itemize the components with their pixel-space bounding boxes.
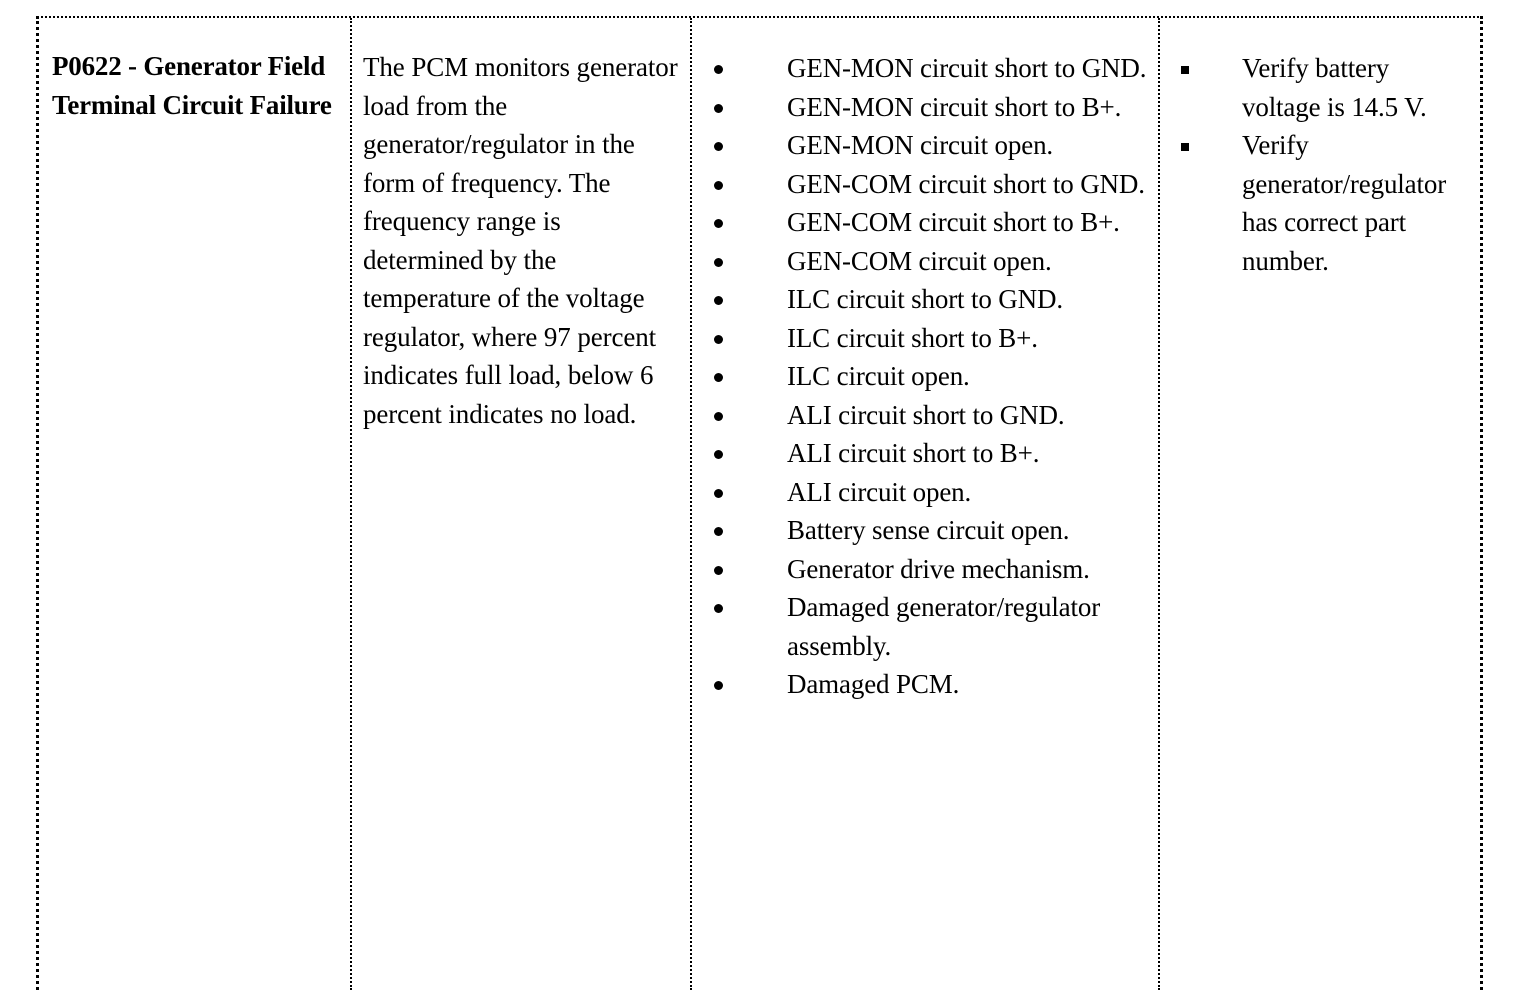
list-item-label: GEN-COM circuit short to GND. (787, 168, 1145, 199)
list-item: Damaged generator/regulator assembly. (700, 588, 1152, 665)
list-item: GEN-MON circuit open. (700, 126, 1152, 165)
table-cell-verification: Verify battery voltage is 14.5 V. Verify… (1158, 18, 1480, 990)
list-item: Damaged PCM. (700, 665, 1152, 704)
dtc-table: P0622 - Generator Field Terminal Circuit… (36, 16, 1483, 990)
dtc-code-title: P0622 - Generator Field Terminal Circuit… (52, 51, 332, 120)
list-item: Verify generator/regulator has correct p… (1168, 126, 1470, 280)
list-item: GEN-COM circuit short to B+. (700, 203, 1152, 242)
list-item: ALI circuit short to B+. (700, 434, 1152, 473)
table-cell-description: The PCM monitors generator load from the… (350, 18, 690, 990)
table-cell-possible-causes: GEN-MON circuit short to GND. GEN-MON ci… (690, 18, 1158, 990)
list-item-label: ILC circuit open. (787, 361, 970, 391)
list-item: ALI circuit open. (700, 473, 1152, 512)
round-bullet-icon (714, 488, 723, 498)
round-bullet-icon (714, 180, 723, 190)
list-item: GEN-COM circuit open. (700, 242, 1152, 281)
dtc-description-text: The PCM monitors generator load from the… (363, 52, 678, 429)
verification-list: Verify battery voltage is 14.5 V. Verify… (1168, 32, 1470, 280)
round-bullet-icon (714, 65, 723, 74)
list-item-label: GEN-COM circuit short to B+. (787, 207, 1120, 237)
square-bullet-icon (1181, 143, 1189, 151)
round-bullet-icon (714, 527, 723, 536)
list-item-label: ALI circuit short to B+. (787, 438, 1040, 468)
list-item-label: ILC circuit short to B+. (787, 322, 1038, 353)
round-bullet-icon (714, 450, 723, 459)
list-item-label: ALI circuit short to GND. (787, 399, 1065, 430)
list-item-label: Damaged generator/regulator assembly. (787, 592, 1101, 661)
round-bullet-icon (714, 219, 723, 228)
list-item-label: GEN-MON circuit short to GND. (787, 53, 1147, 83)
list-item: Battery sense circuit open. (700, 511, 1152, 550)
list-item-label: Battery sense circuit open. (787, 515, 1070, 545)
list-item: ALI circuit short to GND. (700, 396, 1152, 435)
round-bullet-icon (714, 565, 723, 575)
list-item: GEN-MON circuit short to GND. (700, 49, 1152, 88)
round-bullet-icon (714, 604, 723, 613)
possible-causes-list: GEN-MON circuit short to GND. GEN-MON ci… (700, 32, 1152, 704)
list-item-label: ALI circuit open. (787, 476, 972, 507)
list-item: ILC circuit short to B+. (700, 319, 1152, 358)
round-bullet-icon (714, 296, 723, 305)
list-item: Verify battery voltage is 14.5 V. (1168, 49, 1470, 126)
table-cell-code: P0622 - Generator Field Terminal Circuit… (39, 18, 350, 990)
list-item: GEN-COM circuit short to GND. (700, 165, 1152, 204)
list-item-label: GEN-MON circuit short to B+. (787, 91, 1122, 122)
round-bullet-icon (714, 373, 723, 382)
round-bullet-icon (714, 411, 723, 421)
list-item-label: Verify generator/regulator has correct p… (1242, 130, 1447, 276)
square-bullet-icon (1181, 66, 1189, 74)
list-item-label: GEN-MON circuit open. (787, 130, 1054, 160)
list-item-label: Generator drive mechanism. (787, 553, 1090, 584)
round-bullet-icon (714, 681, 723, 690)
round-bullet-icon (714, 142, 723, 151)
list-item-label: Damaged PCM. (787, 669, 960, 699)
list-item-label: ILC circuit short to GND. (787, 284, 1063, 314)
round-bullet-icon (714, 103, 723, 113)
list-item: ILC circuit short to GND. (700, 280, 1152, 319)
list-item: ILC circuit open. (700, 357, 1152, 396)
list-item-label: GEN-COM circuit open. (787, 245, 1052, 276)
list-item: Generator drive mechanism. (700, 550, 1152, 589)
list-item-label: Verify battery voltage is 14.5 V. (1242, 53, 1427, 122)
list-item: GEN-MON circuit short to B+. (700, 88, 1152, 127)
round-bullet-icon (714, 334, 723, 344)
round-bullet-icon (714, 257, 723, 267)
